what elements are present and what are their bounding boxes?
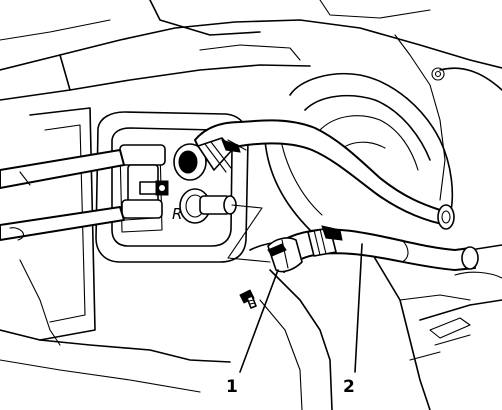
callout-leader-2 <box>354 243 363 373</box>
body-panel-outline <box>0 0 502 201</box>
callout-leader-1 <box>239 269 279 373</box>
callout-label-1: 1 <box>226 377 238 397</box>
left-pipes <box>0 149 125 241</box>
callout-label-2: 2 <box>343 377 355 397</box>
quick-connector <box>119 144 169 219</box>
lower-clamp-1 <box>267 237 303 273</box>
cavity-structure <box>249 72 502 410</box>
embossed-r-marking: R <box>172 205 182 223</box>
lower-hose <box>269 228 479 273</box>
disconnect-leader <box>227 204 271 263</box>
upper-clamp-fitting <box>173 137 247 181</box>
lower-clamp-2 <box>307 225 343 257</box>
lower-port: R <box>172 188 237 224</box>
upper-hose <box>194 119 455 230</box>
bolt-icon <box>239 289 257 309</box>
